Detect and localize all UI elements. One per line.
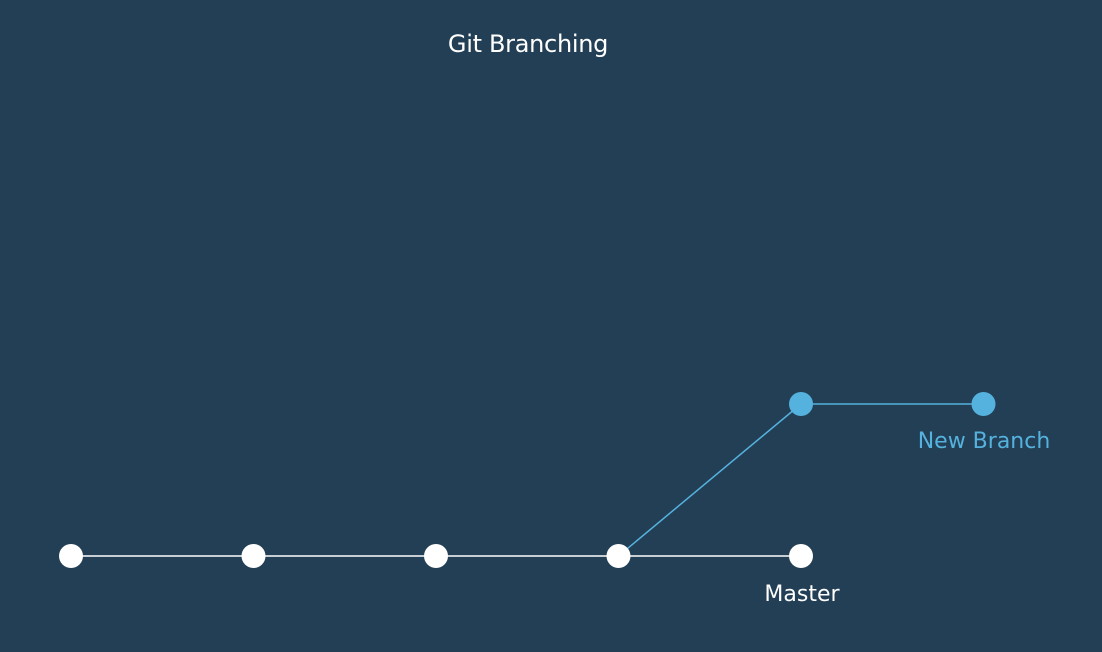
fork-edge — [618, 403, 802, 557]
diagram-title: Git Branching — [447, 30, 609, 58]
master-commit-node — [241, 544, 266, 568]
branch-commit-node — [971, 392, 996, 416]
master-commit-node — [606, 544, 631, 568]
master-branch-label: Master — [764, 582, 840, 607]
branch-commit-node — [789, 392, 813, 416]
master-commit-node — [59, 544, 83, 568]
master-commit-node — [424, 544, 448, 568]
commit-nodes — [59, 392, 996, 568]
master-commit-node — [789, 544, 813, 568]
new-branch-label: New Branch — [918, 429, 1051, 454]
branch-edges — [71, 403, 984, 557]
